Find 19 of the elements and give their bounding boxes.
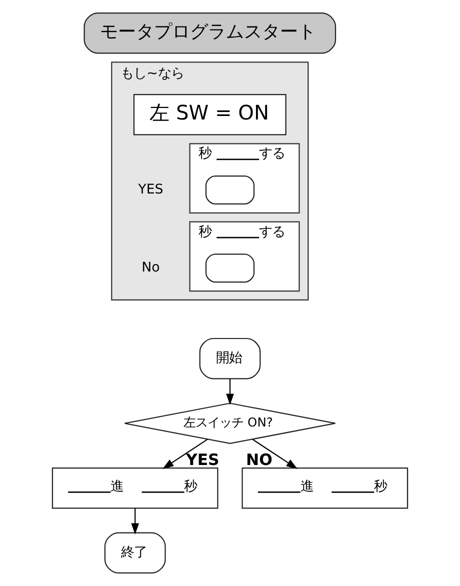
node-box: モータプログラムスタート (84, 12, 336, 54)
edge-label: NO (246, 450, 272, 469)
arrow (226, 378, 234, 405)
node-box (205, 175, 255, 205)
node-box (205, 254, 255, 283)
node-box: 開始 (199, 338, 261, 380)
node-diamond: 左スイッチ ON? (124, 402, 336, 444)
cluster: 秒 する (189, 143, 300, 214)
arrow (252, 438, 298, 469)
edge-label: YES (186, 450, 220, 469)
cluster: 秒 する (189, 221, 300, 292)
node-box: 終了 (104, 532, 166, 574)
label: No (142, 260, 160, 276)
node-box: 左 SW = ON (133, 94, 286, 136)
node-box: 進 秒 (52, 467, 218, 509)
node-box: 進 秒 (242, 467, 408, 509)
arrow (162, 438, 208, 469)
label: YES (138, 182, 164, 198)
arrow (131, 508, 139, 534)
